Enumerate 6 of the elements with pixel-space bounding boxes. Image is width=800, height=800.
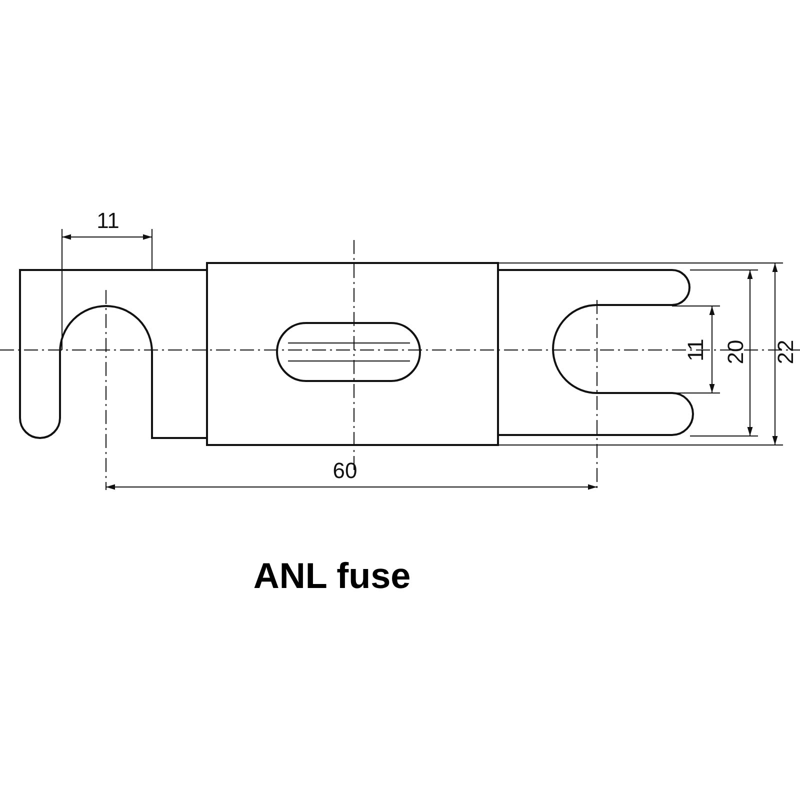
dimension-value: 22: [775, 340, 797, 364]
dimension-value: 11: [96, 210, 120, 232]
dimension-value: 60: [332, 460, 358, 482]
dimension-value: 11: [685, 338, 707, 362]
caption: ANL fuse: [253, 555, 411, 597]
dimension-value: 20: [725, 340, 747, 364]
